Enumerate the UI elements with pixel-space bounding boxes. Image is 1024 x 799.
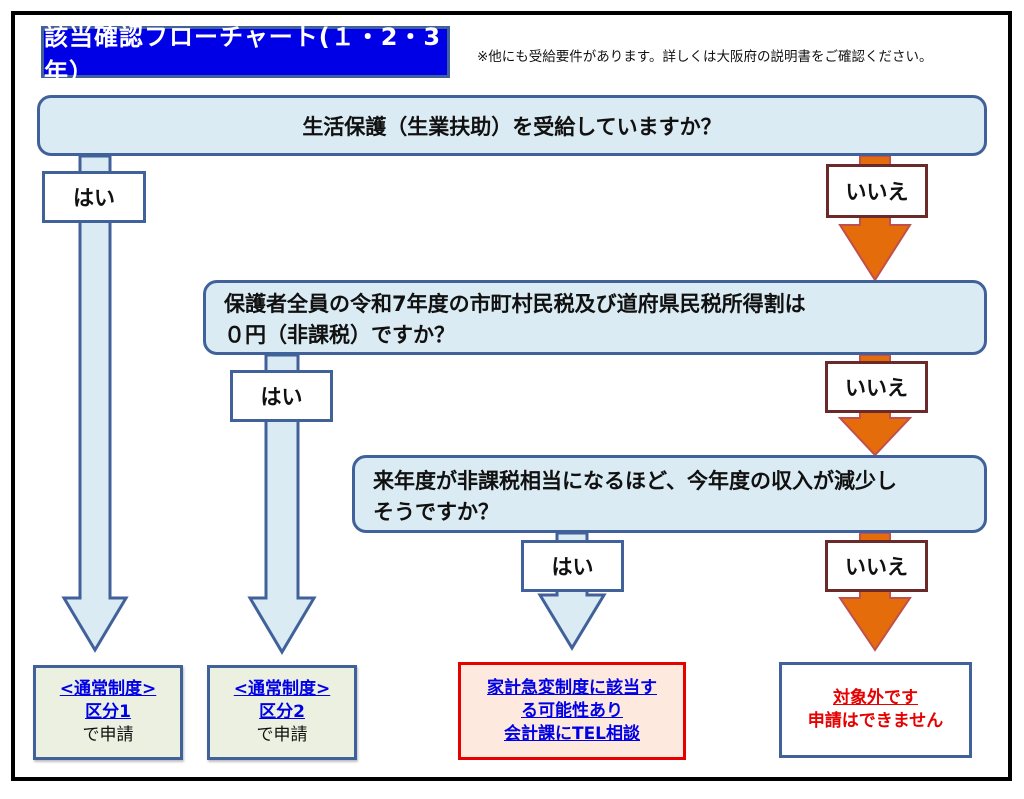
question-income-drop-line1: 来年度が非課税相当になるほど、今年度の収入が減少し — [373, 469, 897, 493]
q3-yes-label: はい — [521, 540, 624, 592]
result-category-2: <通常制度> 区分2 で申請 — [207, 665, 357, 760]
question-income-drop: 来年度が非課税相当になるほど、今年度の収入が減少し そうですか？ — [352, 455, 987, 533]
question-welfare: 生活保護（生業扶助）を受給していますか？ — [37, 95, 987, 156]
arrow-q1-yes — [61, 154, 129, 653]
result-3-line2-link[interactable]: る可能性あり — [521, 700, 623, 721]
question-welfare-text: 生活保護（生業扶助）を受給していますか？ — [302, 114, 722, 139]
q2-no-label: いいえ — [825, 361, 928, 413]
result-not-eligible: 対象外です 申請はできません — [779, 662, 972, 758]
result-1-category-link[interactable]: 区分1 — [85, 702, 131, 722]
result-category-1: <通常制度> 区分1 で申請 — [33, 665, 183, 760]
result-2-apply-text: で申請 — [256, 725, 308, 745]
question-income-drop-line2: そうですか？ — [373, 500, 499, 524]
result-3-contact-link[interactable]: 会計課にTEL相談 — [503, 723, 641, 744]
result-3-line1-link[interactable]: 家計急変制度に該当す — [487, 677, 657, 698]
result-2-system-link[interactable]: <通常制度> — [233, 679, 331, 699]
requirements-note: ※他にも受給要件があります。詳しくは大阪府の説明書をご確認ください。 — [477, 49, 933, 65]
result-4-not-eligible-link[interactable]: 対象外です — [833, 688, 918, 708]
q1-no-label: いいえ — [826, 164, 928, 218]
question-tax-exempt: 保護者全員の令和7年度の市町村民税及び道府県民税所得割は ０円（非課税）ですか？ — [203, 280, 987, 355]
result-2-category-link[interactable]: 区分2 — [259, 702, 305, 722]
result-4-cannot-apply-text: 申請はできません — [807, 711, 944, 731]
q2-yes-label: はい — [230, 370, 333, 422]
q3-no-label: いいえ — [825, 540, 928, 592]
result-sudden-change: 家計急変制度に該当す る可能性あり 会計課にTEL相談 — [458, 662, 686, 760]
question-tax-exempt-line2: ０円（非課税）ですか？ — [224, 323, 455, 347]
q1-yes-label: はい — [42, 171, 146, 223]
result-1-apply-text: で申請 — [82, 725, 134, 745]
result-1-system-link[interactable]: <通常制度> — [59, 679, 157, 699]
question-tax-exempt-line1: 保護者全員の令和7年度の市町村民税及び道府県民税所得割は — [224, 292, 806, 316]
